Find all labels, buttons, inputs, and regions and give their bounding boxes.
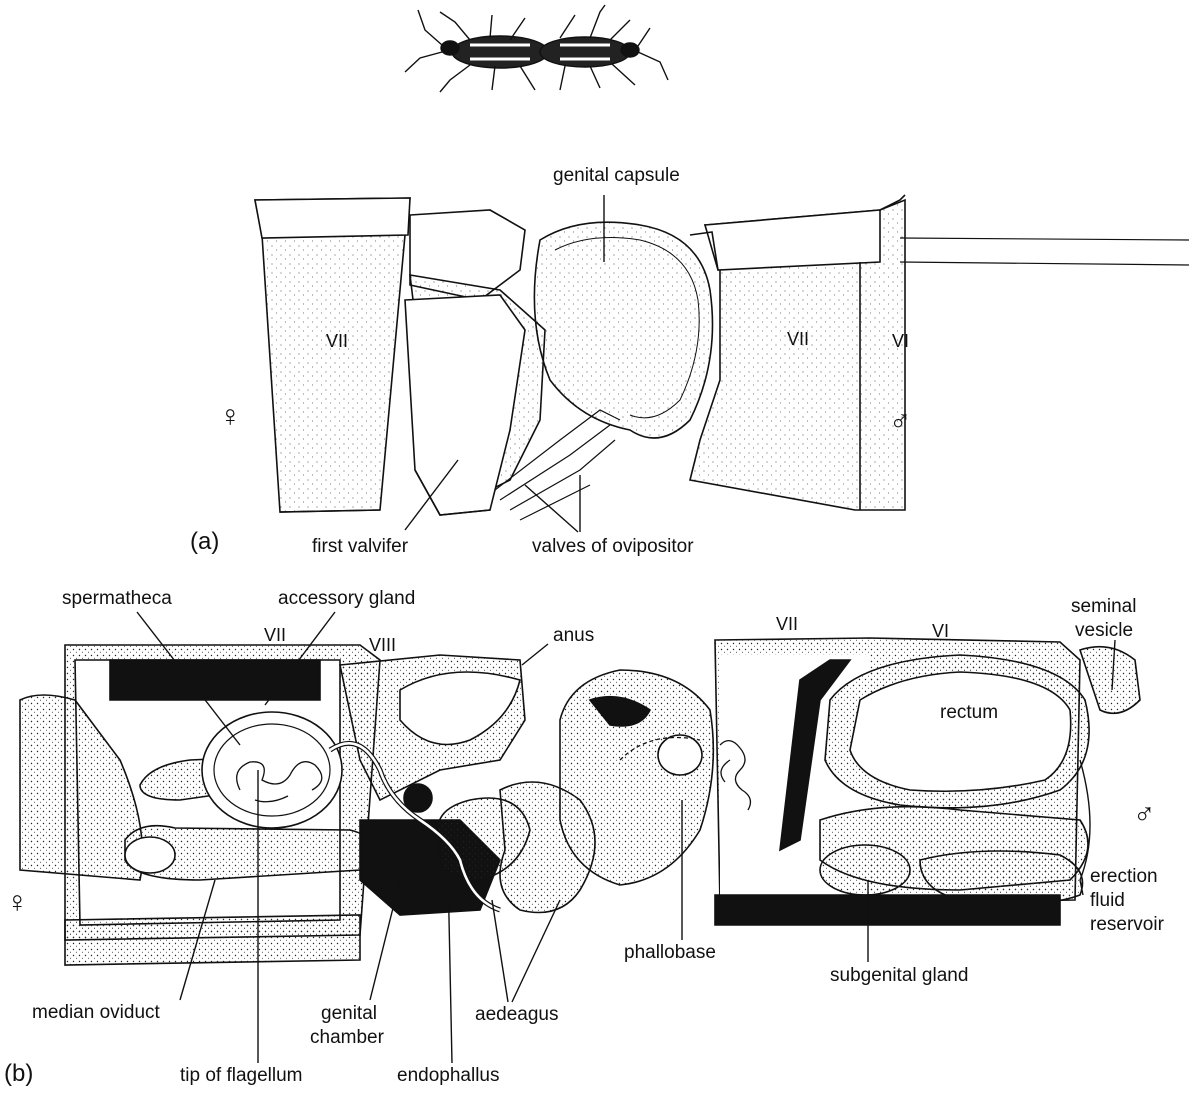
label-phallobase: phallobase	[624, 942, 716, 963]
panel-a-label: (a)	[190, 528, 220, 555]
label-segment-vii-male-b: VII	[776, 614, 799, 634]
mating-bugs-illustration	[404, 4, 669, 93]
label-erection-fluid-reservoir-line2: fluid	[1090, 890, 1125, 911]
label-segment-vi-male: VI	[892, 331, 910, 351]
label-subgenital-gland: subgenital gland	[830, 965, 969, 986]
panel-b-drawing	[19, 637, 1141, 966]
label-seminal-vesicle-line1: seminal	[1071, 596, 1137, 617]
label-accessory-gland: accessory gland	[278, 588, 416, 609]
label-anus: anus	[553, 625, 595, 646]
label-first-valvifer: first valvifer	[312, 536, 409, 557]
label-segment-vii-female-b: VII	[264, 625, 287, 645]
label-rectum: rectum	[940, 702, 999, 723]
panel-a-drawing	[254, 194, 1189, 521]
male-symbol-b: ♂	[1133, 798, 1156, 831]
label-erection-fluid-reservoir-line3: reservoir	[1090, 914, 1164, 935]
label-erection-fluid-reservoir-line1: erection	[1090, 866, 1158, 887]
label-spermatheca: spermatheca	[62, 588, 172, 609]
label-valves-of-ovipositor: valves of ovipositor	[532, 536, 694, 557]
label-segment-vi-male-b: VI	[932, 621, 950, 641]
label-endophallus: endophallus	[397, 1065, 500, 1086]
label-genital-chamber-line1: genital	[321, 1003, 377, 1024]
label-genital-capsule: genital capsule	[553, 165, 680, 186]
label-aedeagus: aedeagus	[475, 1004, 559, 1025]
female-symbol-b: ♀	[6, 886, 29, 919]
label-genital-chamber-line2: chamber	[310, 1027, 384, 1048]
panel-a-leader-lines	[404, 195, 605, 533]
label-segment-vii-female: VII	[326, 331, 349, 351]
label-tip-of-flagellum: tip of flagellum	[180, 1065, 303, 1086]
female-symbol-a: ♀	[219, 400, 242, 433]
label-segment-viii-female: VIII	[369, 635, 397, 655]
label-median-oviduct: median oviduct	[32, 1002, 160, 1023]
male-symbol-a: ♂	[889, 405, 912, 438]
panel-b-label: (b)	[4, 1060, 34, 1087]
panel-b-leader-lines	[136, 611, 1116, 1064]
label-seminal-vesicle-line2: vesicle	[1075, 620, 1134, 641]
label-segment-vii-male: VII	[787, 329, 810, 349]
